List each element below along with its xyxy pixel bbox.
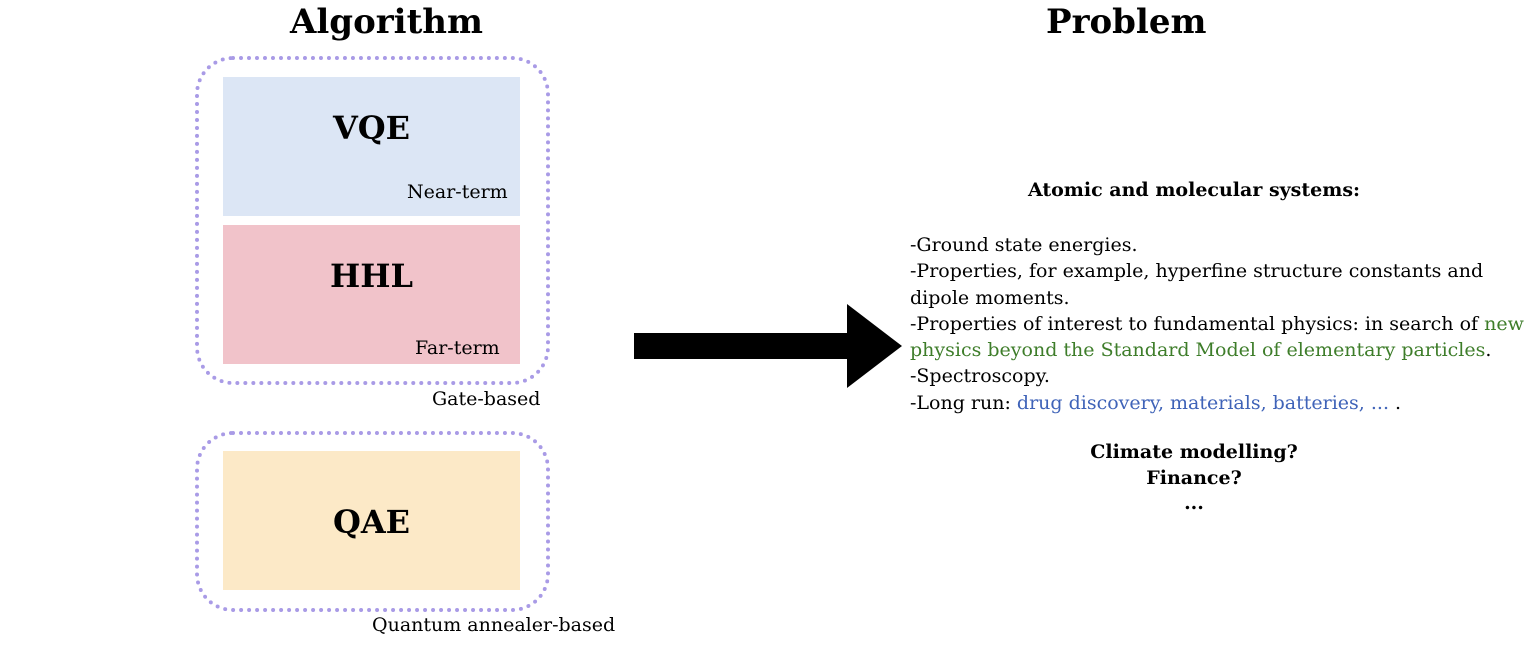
annealer-based-caption: Quantum annealer-based — [372, 614, 616, 636]
list-item: -Long run: drug discovery, materials, ba… — [910, 391, 1402, 414]
gate-based-caption: Gate-based — [432, 388, 541, 410]
gate-based-group — [195, 56, 550, 385]
new-physics-highlight-cont: physics beyond the Standard Model of ele… — [910, 339, 1486, 362]
qae-box: QAE — [223, 451, 520, 590]
qae-label: QAE — [332, 503, 411, 541]
right-arrow-icon — [634, 304, 902, 388]
list-item: -Properties of interest to fundamental p… — [910, 312, 1524, 335]
hhl-box: HHL Far-term — [223, 225, 520, 364]
list-item: dipole moments. — [910, 286, 1070, 309]
long-run-highlight: drug discovery, materials, batteries, ..… — [1016, 391, 1389, 414]
atomic-systems-title: Atomic and molecular systems: — [1027, 179, 1361, 201]
list-item: -Spectroscopy. — [910, 365, 1050, 388]
vqe-box: VQE Near-term — [223, 77, 520, 216]
climate-question: Climate modelling? — [1090, 441, 1298, 463]
far-term-label: Far-term — [415, 337, 500, 359]
list-item: -Properties, for example, hyperfine stru… — [910, 260, 1484, 283]
list-item: physics beyond the Standard Model of ele… — [910, 339, 1492, 362]
annealer-based-group — [195, 431, 550, 612]
hhl-label: HHL — [330, 257, 413, 295]
near-term-label: Near-term — [407, 181, 508, 203]
algorithm-heading: Algorithm — [290, 2, 483, 42]
finance-question: Finance? — [1146, 467, 1242, 489]
problem-heading: Problem — [1046, 2, 1207, 42]
vqe-label: VQE — [332, 109, 411, 147]
list-item: -Ground state energies. — [910, 234, 1138, 256]
new-physics-highlight: new — [1484, 312, 1524, 335]
problem-list: -Ground state energies. -Properties, for… — [910, 232, 1524, 416]
ellipsis: ... — [1184, 492, 1204, 514]
